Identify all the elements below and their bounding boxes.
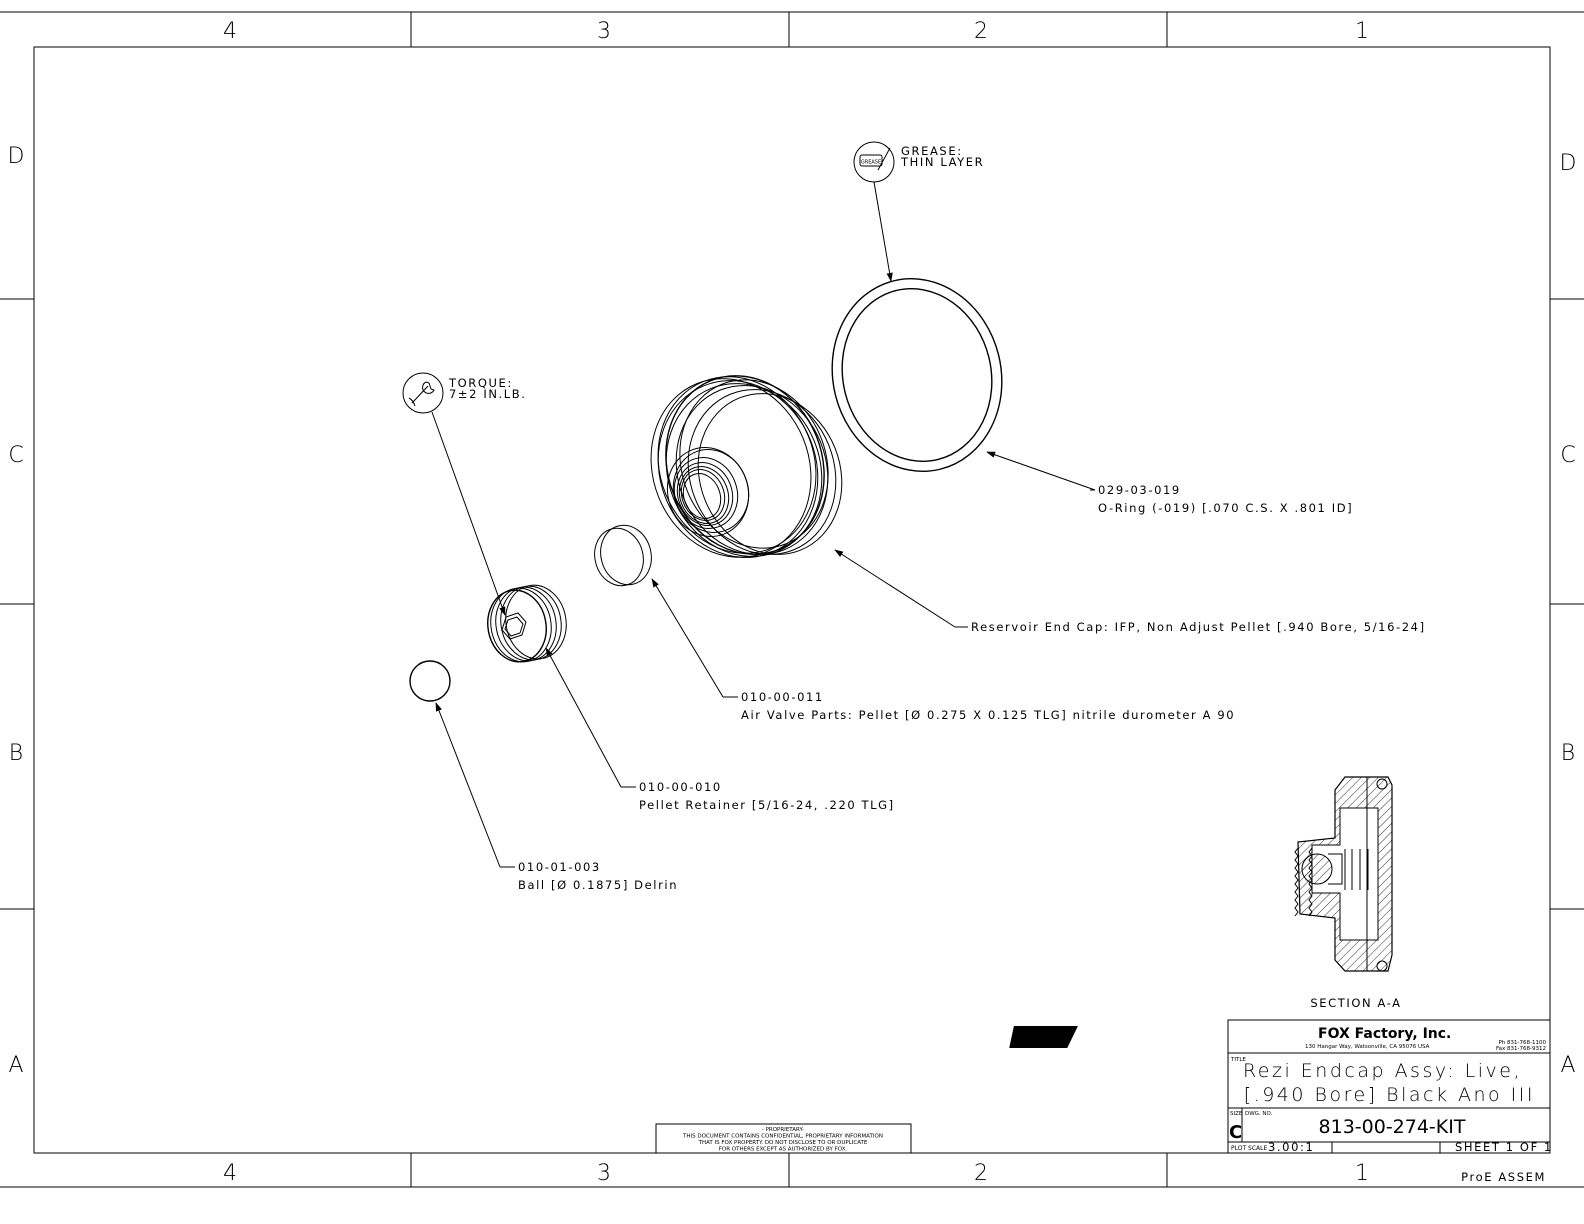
drawing-title-line1: Rezi Endcap Assy: Live, bbox=[1243, 1060, 1522, 1082]
proprietary-line1: THIS DOCUMENT CONTAINS CONFIDENTIAL, PRO… bbox=[682, 1134, 883, 1140]
torque-leader bbox=[431, 411, 506, 616]
sheet-border bbox=[0, 11, 1584, 1188]
zone-row-c-right: C bbox=[1560, 443, 1575, 468]
company-fax: Fax 831-768-9312 bbox=[1496, 1046, 1546, 1052]
size-label: SIZE bbox=[1230, 1111, 1243, 1117]
footer-proe-assem: ProE ASSEM bbox=[1461, 1170, 1546, 1184]
wrench-icon bbox=[402, 372, 444, 414]
fox-logo: FOX bbox=[1009, 1026, 1283, 1050]
zone-row-b-right: B bbox=[1561, 741, 1575, 766]
grease-icon: GREASE bbox=[853, 141, 895, 183]
oring-part-number: 029-03-019 bbox=[1098, 483, 1181, 497]
drawing-number: 813-00-274-KIT bbox=[1319, 1116, 1466, 1138]
dwg-no-label: DWG. NO. bbox=[1245, 1111, 1273, 1117]
end-cap-part bbox=[650, 375, 843, 558]
pellet-callout: 010-00-011 Air Valve Parts: Pellet [Ø 0.… bbox=[651, 578, 1235, 722]
drawing-title-line2: [.940 Bore] Black Ano III bbox=[1244, 1084, 1535, 1106]
title-label: TITLE bbox=[1230, 1057, 1246, 1063]
zone-col-1-top: 1 bbox=[1355, 19, 1369, 44]
retainer-description: Pellet Retainer [5/16-24, .220 TLG] bbox=[639, 798, 895, 812]
retainer-part-number: 010-00-010 bbox=[639, 780, 722, 794]
zone-labels: 4 3 2 1 4 3 2 1 D C B A D C B A bbox=[8, 19, 1577, 1186]
zone-row-a-right: A bbox=[1560, 1053, 1575, 1078]
endcap-callout: Reservoir End Cap: IFP, Non Adjust Pelle… bbox=[834, 549, 1426, 634]
company-name: FOX Factory, Inc. bbox=[1318, 1026, 1451, 1042]
section-view: SECTION A-A bbox=[1294, 776, 1401, 1010]
grease-note: GREASE GREASE: THIN LAYER bbox=[853, 141, 984, 282]
plot-scale-value: 3.00:1 bbox=[1268, 1140, 1314, 1154]
proprietary-notice: - PROPRIETARY- THIS DOCUMENT CONTAINS CO… bbox=[655, 1123, 912, 1154]
pellet-description: Air Valve Parts: Pellet [Ø 0.275 X 0.125… bbox=[741, 708, 1235, 722]
zone-row-d-left: D bbox=[8, 144, 25, 169]
title-block: FOX FOX Factory, Inc. 130 Hangar Way, Wa… bbox=[1009, 1019, 1553, 1184]
pellet-part bbox=[594, 524, 652, 587]
zone-row-d-right: D bbox=[1560, 151, 1577, 176]
endcap-description: Reservoir End Cap: IFP, Non Adjust Pelle… bbox=[971, 620, 1426, 634]
section-label: SECTION A-A bbox=[1310, 996, 1401, 1010]
company-phone: Ph 831-768-1100 bbox=[1498, 1040, 1546, 1046]
company-address: 130 Hangar Way, Watsonville, CA 95076 US… bbox=[1305, 1044, 1430, 1050]
grease-icon-text: GREASE bbox=[861, 160, 881, 166]
oring-description: O-Ring (-019) [.070 C.S. X .801 ID] bbox=[1098, 501, 1353, 515]
torque-note-line1: TORQUE: bbox=[448, 376, 513, 390]
o-ring-part bbox=[831, 278, 1003, 472]
zone-row-a-left: A bbox=[8, 1053, 23, 1078]
zone-row-c-left: C bbox=[8, 443, 23, 468]
zone-col-3-bottom: 3 bbox=[597, 1161, 611, 1186]
grease-note-line1: GREASE: bbox=[901, 144, 963, 158]
retainer-part bbox=[487, 584, 567, 663]
ball-callout: 010-01-003 Ball [Ø 0.1875] Delrin bbox=[435, 702, 678, 892]
zone-col-2-top: 2 bbox=[974, 19, 988, 44]
svg-text:FOX: FOX bbox=[1236, 1026, 1283, 1050]
zone-col-4-bottom: 4 bbox=[223, 1161, 237, 1186]
torque-note: TORQUE: 7±2 IN.LB. bbox=[402, 372, 527, 616]
grease-leader bbox=[873, 181, 893, 282]
zone-col-4-top: 4 bbox=[223, 19, 237, 44]
zone-col-3-top: 3 bbox=[597, 19, 611, 44]
proprietary-line3: FOR OTHERS EXCEPT AS AUTHORIZED BY FOX. bbox=[719, 1147, 848, 1153]
pellet-part-number: 010-00-011 bbox=[741, 690, 824, 704]
zone-col-2-bottom: 2 bbox=[974, 1161, 988, 1186]
oring-callout: 029-03-019 O-Ring (-019) [.070 C.S. X .8… bbox=[986, 451, 1353, 515]
grease-note-line2: THIN LAYER bbox=[900, 155, 984, 169]
proprietary-title: - PROPRIETARY- bbox=[762, 1127, 804, 1133]
zone-col-1-bottom: 1 bbox=[1355, 1161, 1369, 1186]
sheet-size: C bbox=[1229, 1122, 1242, 1143]
torque-note-line2: 7±2 IN.LB. bbox=[449, 387, 527, 401]
ball-description: Ball [Ø 0.1875] Delrin bbox=[518, 878, 678, 892]
ball-part bbox=[409, 660, 451, 702]
ball-part-number: 010-01-003 bbox=[518, 860, 601, 874]
plot-scale-label: PLOT SCALE bbox=[1231, 1145, 1267, 1152]
sheet-number: SHEET 1 OF 1 bbox=[1455, 1140, 1553, 1154]
proprietary-line2: THAT IS FOX PROPERTY. DO NOT DISCLOSE TO… bbox=[698, 1140, 868, 1146]
retainer-callout: 010-00-010 Pellet Retainer [5/16-24, .22… bbox=[545, 647, 895, 812]
zone-row-b-left: B bbox=[9, 741, 23, 766]
